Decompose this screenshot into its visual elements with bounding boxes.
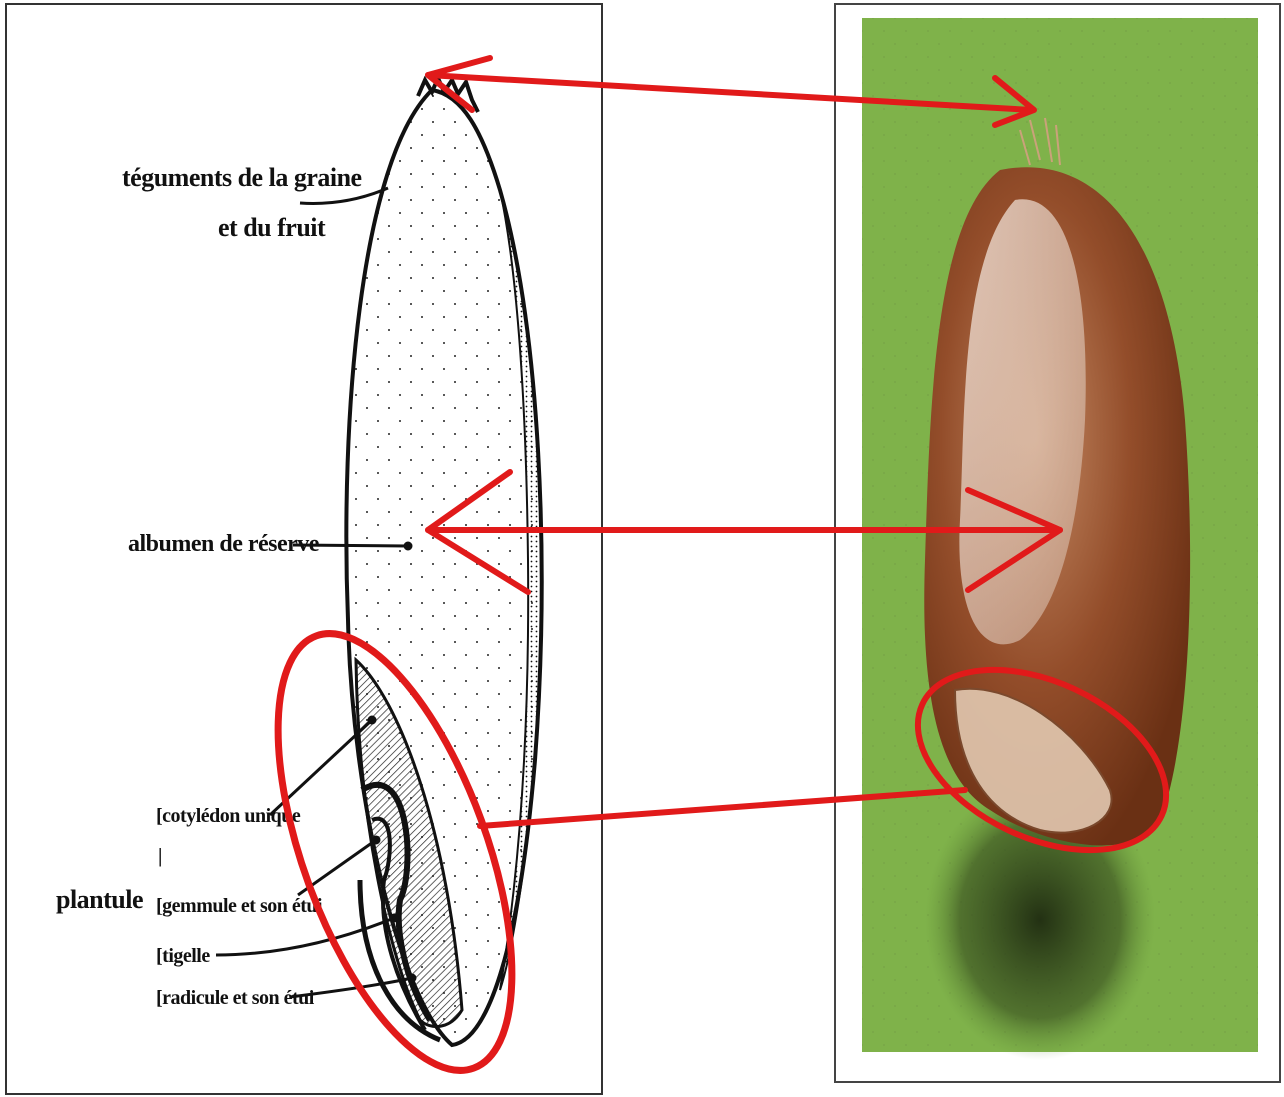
label-teguments-line1: téguments de la graine — [122, 163, 362, 192]
label-gemmule: [gemmule et son étui — [156, 895, 323, 917]
label-bracket-bar: | — [158, 845, 162, 867]
label-tigelle: [tigelle — [156, 945, 210, 967]
photo-panel — [835, 4, 1280, 1082]
leader-albumen-dot — [405, 543, 411, 549]
label-cotyledon: [cotylédon unique — [156, 805, 301, 827]
label-albumen: albumen de réserve — [128, 531, 320, 557]
label-teguments-line2: et du fruit — [218, 213, 326, 242]
label-radicule: [radicule et son étui — [156, 987, 315, 1009]
drawing-panel: téguments de la graine et du fruit album… — [6, 4, 602, 1094]
label-plantule: plantule — [56, 885, 143, 914]
